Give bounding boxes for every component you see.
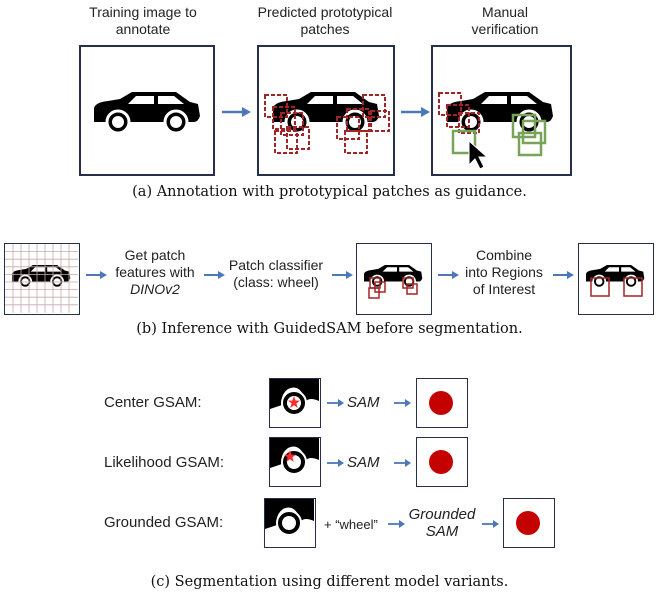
classified-patches-frame (356, 243, 432, 315)
model-sam-2: SAM (347, 454, 380, 471)
star-icon (288, 396, 300, 408)
step-patch-classifier: Patch classifier (class: wheel) (228, 257, 324, 290)
arrow-c2b (394, 459, 411, 467)
patch-grid (5, 244, 78, 313)
arrow-c3b (482, 520, 499, 528)
step-combine-rois: Combine into Regions of Interest (465, 247, 543, 297)
step-get-patch-features: Get patch features with DINOv2 (115, 247, 195, 297)
cursor-icon (468, 139, 489, 170)
training-image-frame (79, 45, 215, 176)
car-icon (586, 265, 645, 289)
likelihood-gsam-output (416, 437, 468, 487)
wheel-mask (429, 391, 453, 415)
arrow-b3 (332, 271, 353, 279)
wheel-mask (429, 450, 453, 474)
arrow-b2 (204, 271, 225, 279)
grounded-gsam-output (503, 498, 555, 548)
caption-b: (b) Inference with GuidedSAM before segm… (136, 321, 523, 337)
predicted-patches-frame (257, 45, 395, 176)
arrow-c1a (327, 399, 344, 407)
arrow-c2a (327, 459, 344, 467)
car-icon (94, 92, 200, 135)
grounded-gsam-input (264, 498, 316, 548)
arrow-c3a (388, 520, 405, 528)
arrow-a2 (401, 107, 430, 117)
likelihood-gsam-input (269, 437, 321, 487)
grid-image-frame (4, 243, 80, 315)
center-gsam-input (269, 378, 321, 428)
model-sam-1: SAM (347, 394, 380, 411)
arrow-b5 (553, 271, 574, 279)
manual-verification-frame (431, 45, 572, 176)
rejected-patch-boxes (438, 92, 480, 134)
accepted-patch-boxes (451, 113, 547, 157)
label-likelihood-gsam: Likelihood GSAM: (104, 454, 225, 471)
wheel-patch-boxes (368, 277, 418, 299)
car-icon (12, 265, 71, 289)
label-grounded-gsam: Grounded GSAM: (104, 514, 224, 531)
caption-c: (c) Segmentation using different model v… (150, 574, 509, 590)
wheel-mask (516, 511, 540, 535)
label-center-gsam: Center GSAM: (104, 394, 202, 411)
arrow-c1b (394, 399, 411, 407)
model-grounded-sam: Grounded SAM (408, 506, 476, 540)
text-prompt-wheel: + “wheel” (324, 517, 378, 532)
star-icon (284, 450, 296, 462)
arrow-b4 (438, 271, 459, 279)
roi-boxes (590, 277, 643, 297)
arrow-b1 (86, 271, 107, 279)
predicted-patch-boxes (264, 94, 390, 154)
arrow-a1 (222, 107, 251, 117)
caption-a: (a) Annotation with prototypical patches… (132, 184, 527, 200)
regions-of-interest-frame (578, 243, 654, 315)
center-gsam-output (416, 378, 468, 428)
